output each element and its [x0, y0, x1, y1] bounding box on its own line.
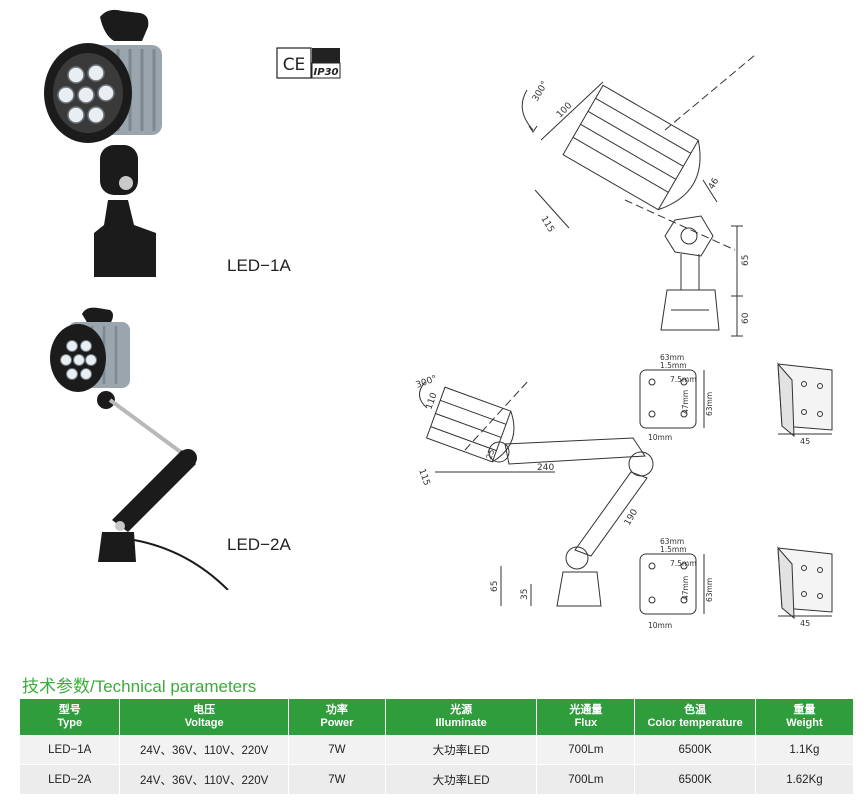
- svg-text:1.5mm: 1.5mm: [660, 361, 687, 370]
- section-title: 技术参数/Technical parameters: [22, 677, 257, 696]
- dim-115-2a: 115: [416, 468, 431, 488]
- led-1a-photo: [44, 9, 162, 277]
- cell-weight: 1.62Kg: [754, 764, 853, 794]
- dim-240: 240: [537, 463, 554, 473]
- svg-text:63mm: 63mm: [705, 392, 714, 416]
- cell-power: 7W: [287, 764, 386, 794]
- svg-text:10mm: 10mm: [648, 433, 672, 442]
- svg-text:1.5mm: 1.5mm: [660, 545, 687, 554]
- svg-text:45: 45: [800, 619, 810, 628]
- dim-100: 100: [555, 101, 574, 120]
- dim-60: 60: [741, 312, 751, 324]
- dim-25: 25: [484, 448, 496, 461]
- led-2a-drawing: 300° 240 190 110 115 25 65 35: [415, 374, 654, 607]
- svg-text:47mm: 47mm: [681, 576, 690, 600]
- svg-text:63mm: 63mm: [660, 537, 684, 546]
- cell-flux: 700Lm: [536, 735, 635, 765]
- led-2a-photo: [50, 307, 229, 590]
- dim-115: 115: [538, 215, 555, 235]
- ce-mark: CE: [283, 55, 306, 75]
- cell-voltage: 24V、36V、110V、220V: [119, 735, 289, 765]
- dim-65: 65: [741, 255, 751, 266]
- table-row: LED−1A 24V、36V、110V、220V 7W 大功率LED 700Lm…: [20, 735, 853, 765]
- svg-text:63mm: 63mm: [660, 353, 684, 362]
- cell-voltage: 24V、36V、110V、220V: [119, 764, 289, 794]
- bracket-plate-top: 63mm 1.5mm 7.5mm 47mm 63mm 10mm: [639, 353, 714, 442]
- rotation-label: 300°: [531, 80, 551, 104]
- ip-rating: IP30: [314, 67, 339, 78]
- bracket-plate-bottom: 63mm 1.5mm 7.5mm 47mm 63mm 10mm: [639, 537, 714, 630]
- cell-weight: 1.1Kg: [754, 735, 853, 765]
- led-1a-drawing: 300° 65 60 100 115 46: [521, 54, 756, 337]
- dim-65-2a: 65: [490, 581, 500, 592]
- cell-power: 7W: [287, 735, 386, 765]
- cell-type: LED−2A: [20, 764, 120, 794]
- dim-190: 190: [623, 507, 640, 527]
- svg-text:63mm: 63mm: [705, 578, 714, 602]
- certification-marks: CE IP30: [276, 47, 341, 79]
- cell-color-temperature: 6500K: [634, 735, 756, 765]
- led-1a-label: LED−1A: [227, 256, 291, 275]
- bracket-side-bottom: 45: [777, 546, 833, 628]
- svg-text:10mm: 10mm: [648, 621, 672, 630]
- cell-flux: 700Lm: [536, 764, 635, 794]
- led-2a-label: LED−2A: [227, 535, 291, 554]
- cell-type: LED−1A: [20, 735, 120, 765]
- cell-illuminate: 大功率LED: [384, 735, 537, 765]
- bracket-side-top: 45: [777, 362, 833, 446]
- table-row: LED−2A 24V、36V、110V、220V 7W 大功率LED 700Lm…: [20, 764, 853, 794]
- svg-text:45: 45: [800, 437, 810, 446]
- cell-illuminate: 大功率LED: [384, 764, 537, 794]
- dim-35: 35: [520, 589, 530, 600]
- cell-color-temperature: 6500K: [634, 764, 756, 794]
- svg-text:47mm: 47mm: [681, 390, 690, 414]
- rotation-label-2a: 300°: [415, 374, 439, 391]
